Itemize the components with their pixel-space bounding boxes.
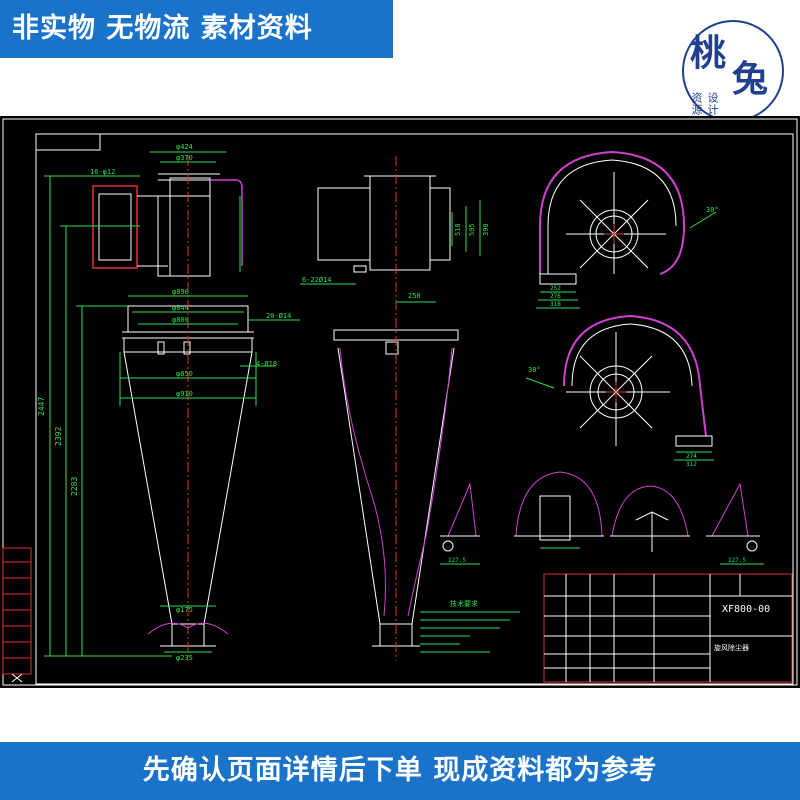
- dim-127-b: 127.5: [728, 557, 746, 564]
- inner-frame: [35, 133, 794, 685]
- dim-2392: 2392: [54, 427, 63, 446]
- front-view: 2447 2392 2283 φ424 φ370 φ890 φ844 φ800 …: [37, 143, 300, 662]
- detail-views: 127.5 127.5: [440, 471, 764, 565]
- side-strip: [2, 547, 32, 683]
- dim-d910: φ910: [176, 390, 193, 398]
- angle-upper: 30°: [706, 206, 719, 214]
- label-bolt-16: 16-φ12: [90, 168, 115, 176]
- dim-510: 510: [454, 223, 462, 236]
- dim-d844: φ844: [172, 304, 189, 312]
- bottom-banner: 先确认页面详情后下单 现成资料都为参考: [0, 742, 800, 800]
- dim-250: 250: [408, 292, 421, 300]
- dim-276: 276: [550, 293, 561, 300]
- dim-d890: φ890: [172, 288, 189, 296]
- corner-box: [35, 133, 101, 151]
- cad-canvas: 2447 2392 2283 φ424 φ370 φ890 φ844 φ800 …: [2, 118, 798, 686]
- dim-d235: φ235: [176, 654, 193, 662]
- side-view: 510 505 390 250 6-22Ø14 技术要求: [300, 156, 520, 661]
- label-bolt-4: 4-Ø18: [256, 360, 277, 368]
- angle-lower: 30°: [528, 366, 541, 374]
- dim-318: 318: [550, 301, 561, 308]
- logo-char-second: 兔: [732, 59, 769, 100]
- label-bolt-6: 6-22Ø14: [302, 276, 332, 284]
- dim-312: 312: [686, 461, 697, 468]
- dim-390: 390: [482, 223, 490, 236]
- logo-subtext: 设计资源: [690, 92, 719, 116]
- top-banner: 非实物 无物流 素材资料: [0, 0, 393, 58]
- label-bolt-20: 20-Ø14: [266, 312, 291, 320]
- drawing-code: XF800-00: [722, 604, 770, 615]
- dim-252: 252: [550, 285, 561, 292]
- top-view-upper: 252 276 318 30°: [536, 150, 719, 309]
- dim-127-a: 127.5: [448, 557, 466, 564]
- dim-d175: φ175: [176, 606, 193, 614]
- dim-274: 274: [686, 453, 697, 460]
- outer-frame: [2, 118, 798, 686]
- dim-2283: 2283: [70, 477, 79, 496]
- top-view-lower: 274 312 30°: [525, 314, 714, 468]
- dim-d370: φ370: [176, 154, 193, 162]
- title-block: XF800-00 旋风除尘器: [543, 573, 793, 683]
- note-title: 技术要求: [450, 599, 478, 608]
- dim-d424: φ424: [176, 143, 193, 151]
- dim-2447: 2447: [37, 397, 46, 416]
- cad-drawing: 2447 2392 2283 φ424 φ370 φ890 φ844 φ800 …: [0, 116, 800, 688]
- brand-logo: 桃 兔 设计资源: [682, 20, 784, 122]
- dim-d800: φ800: [172, 316, 189, 324]
- drawing-name: 旋风除尘器: [714, 643, 749, 652]
- logo-char-main: 桃: [690, 33, 727, 74]
- dim-d850: φ850: [176, 370, 193, 378]
- dim-505: 505: [468, 223, 476, 236]
